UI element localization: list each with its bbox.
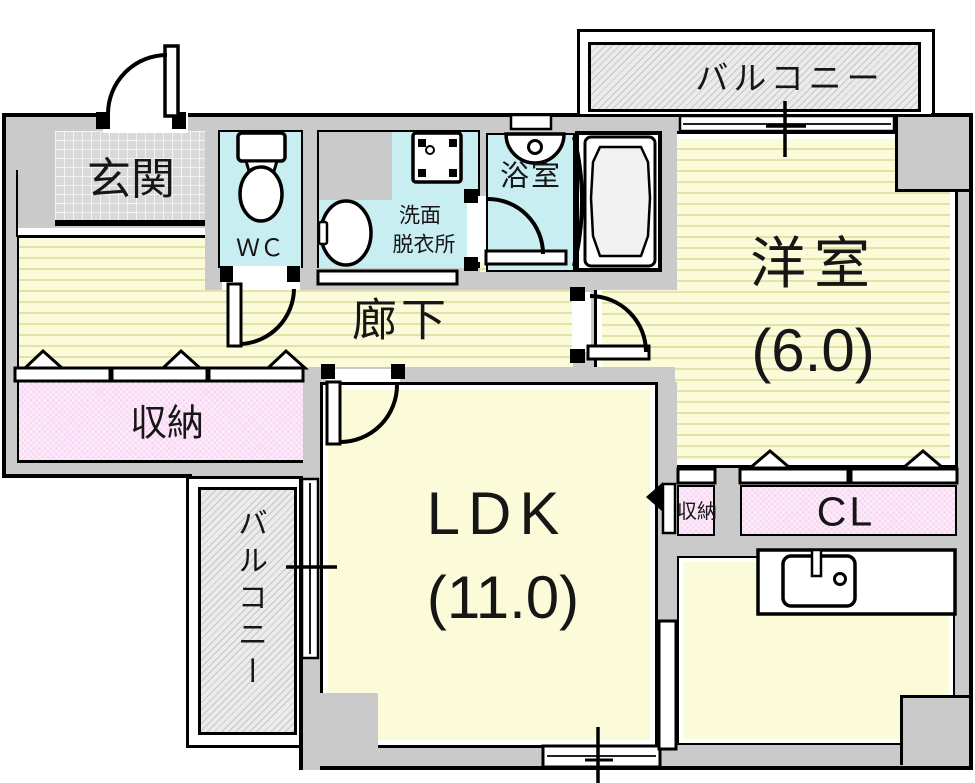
storage-left-door-triangle xyxy=(21,348,66,370)
storage-right-label: 収納 xyxy=(677,501,717,523)
washroom-corner-fill xyxy=(319,132,392,200)
kitchen-drain-icon xyxy=(833,572,847,586)
ldk-corner-notch xyxy=(303,693,378,748)
balcony-left-deck xyxy=(198,487,297,735)
shower-head-icon xyxy=(527,139,543,155)
bathroom-door-arc xyxy=(487,197,545,255)
outline-top-right xyxy=(931,113,973,117)
western-room-size: (6.0) xyxy=(751,317,875,384)
kitchen-passage-opening xyxy=(657,619,678,751)
wc-door-catch xyxy=(287,266,300,282)
ldk-door-opening xyxy=(326,369,400,382)
bathroom-partition-curve xyxy=(572,136,584,267)
balcony-top-label: バルコニー xyxy=(695,59,885,97)
bathroom-window xyxy=(509,113,553,131)
bathroom-door-leaf xyxy=(484,249,568,266)
toilet-tank-icon xyxy=(236,131,287,163)
western-room-door-hinge xyxy=(570,287,585,301)
ldk-room xyxy=(320,382,658,748)
washbasin-tap xyxy=(317,220,329,246)
kitchen-corner-notch xyxy=(900,695,969,765)
storage-right-jamb xyxy=(661,482,677,535)
balcony-top-deck xyxy=(588,42,921,112)
wall-storage-cl-divider xyxy=(715,485,740,536)
hallway-label: 廊下 xyxy=(351,294,451,346)
ldk-size: (11.0) xyxy=(426,564,580,631)
ldk-door-arc xyxy=(339,384,399,444)
entrance-door-leaf xyxy=(163,44,180,118)
washroom-label-line1: 洗面 xyxy=(399,204,441,228)
ldk-floor xyxy=(328,390,650,740)
washing-machine-bolt xyxy=(449,169,457,177)
washroom-label-line2: 脱衣所 xyxy=(392,233,456,257)
closet-cl xyxy=(740,485,957,536)
storage-right-track xyxy=(676,467,717,485)
closet-label: CL xyxy=(816,488,876,535)
storage-right xyxy=(677,485,715,536)
washing-machine-bolt xyxy=(449,139,457,147)
ldk-label: LDK xyxy=(426,480,568,547)
outline-right xyxy=(969,113,973,770)
corner-pillar xyxy=(895,117,969,192)
closet-door-triangle xyxy=(898,449,948,470)
outline-left xyxy=(2,113,6,478)
closet-door-triangle xyxy=(745,449,795,470)
entrance-door-hinge-left xyxy=(96,112,110,129)
toilet-bowl-icon xyxy=(238,165,284,223)
ldk-door-hinge xyxy=(321,364,335,379)
kitchen-faucet-icon xyxy=(810,548,823,578)
washbasin-icon xyxy=(319,199,373,267)
wc-label: ＷＣ xyxy=(236,235,284,262)
storage-left-door-triangle xyxy=(159,348,204,370)
storage-left xyxy=(17,382,303,463)
western-room-door-opening xyxy=(572,292,591,352)
balcony-left-label: バルコニー xyxy=(233,507,266,693)
western-room-door-leaf xyxy=(586,344,651,361)
genkan-left-edge xyxy=(16,170,18,237)
wc-door-hinge xyxy=(220,266,233,282)
western-room-door-catch xyxy=(570,349,585,363)
closet-track xyxy=(738,467,850,485)
closet-track xyxy=(849,467,959,485)
ldk-door-catch xyxy=(391,364,405,379)
wc-door-arc xyxy=(240,288,296,346)
bathroom-door-opening xyxy=(467,196,486,262)
storage-left-track xyxy=(110,366,209,383)
washing-machine-bolt xyxy=(418,139,426,147)
genkan-label: 玄関 xyxy=(87,155,175,204)
bathroom-label: 浴室 xyxy=(499,160,563,193)
wc-door-leaf xyxy=(226,282,243,348)
storage-left-track xyxy=(13,366,112,383)
storage-left-track xyxy=(207,366,305,383)
entrance-door-arc xyxy=(106,53,168,115)
washroom-sliding-door xyxy=(316,269,459,286)
washing-machine-dial xyxy=(425,145,435,155)
wall-bathtub-right xyxy=(662,117,677,290)
western-room-label: 洋室 xyxy=(750,232,878,295)
genkan-floor xyxy=(55,131,205,226)
storage-left-label: 収納 xyxy=(130,402,204,444)
storage-left-door-triangle xyxy=(264,348,309,370)
storage-entry-arrow-icon xyxy=(646,482,663,512)
wall-genkan-wc xyxy=(205,117,218,290)
outline-bottom-left-block xyxy=(2,474,192,478)
genkan-step xyxy=(17,228,305,238)
outline-top-left xyxy=(2,113,579,117)
wall-bathroom-south xyxy=(480,272,677,290)
bathroom-door-catch xyxy=(464,257,478,271)
bathtub-inner xyxy=(589,145,652,258)
wall-wc-washroom xyxy=(303,117,317,268)
bathroom-door-hinge xyxy=(464,189,478,203)
western-room-door-arc xyxy=(589,294,648,353)
ldk-door-leaf xyxy=(325,380,342,446)
washing-machine-bolt xyxy=(418,169,426,177)
